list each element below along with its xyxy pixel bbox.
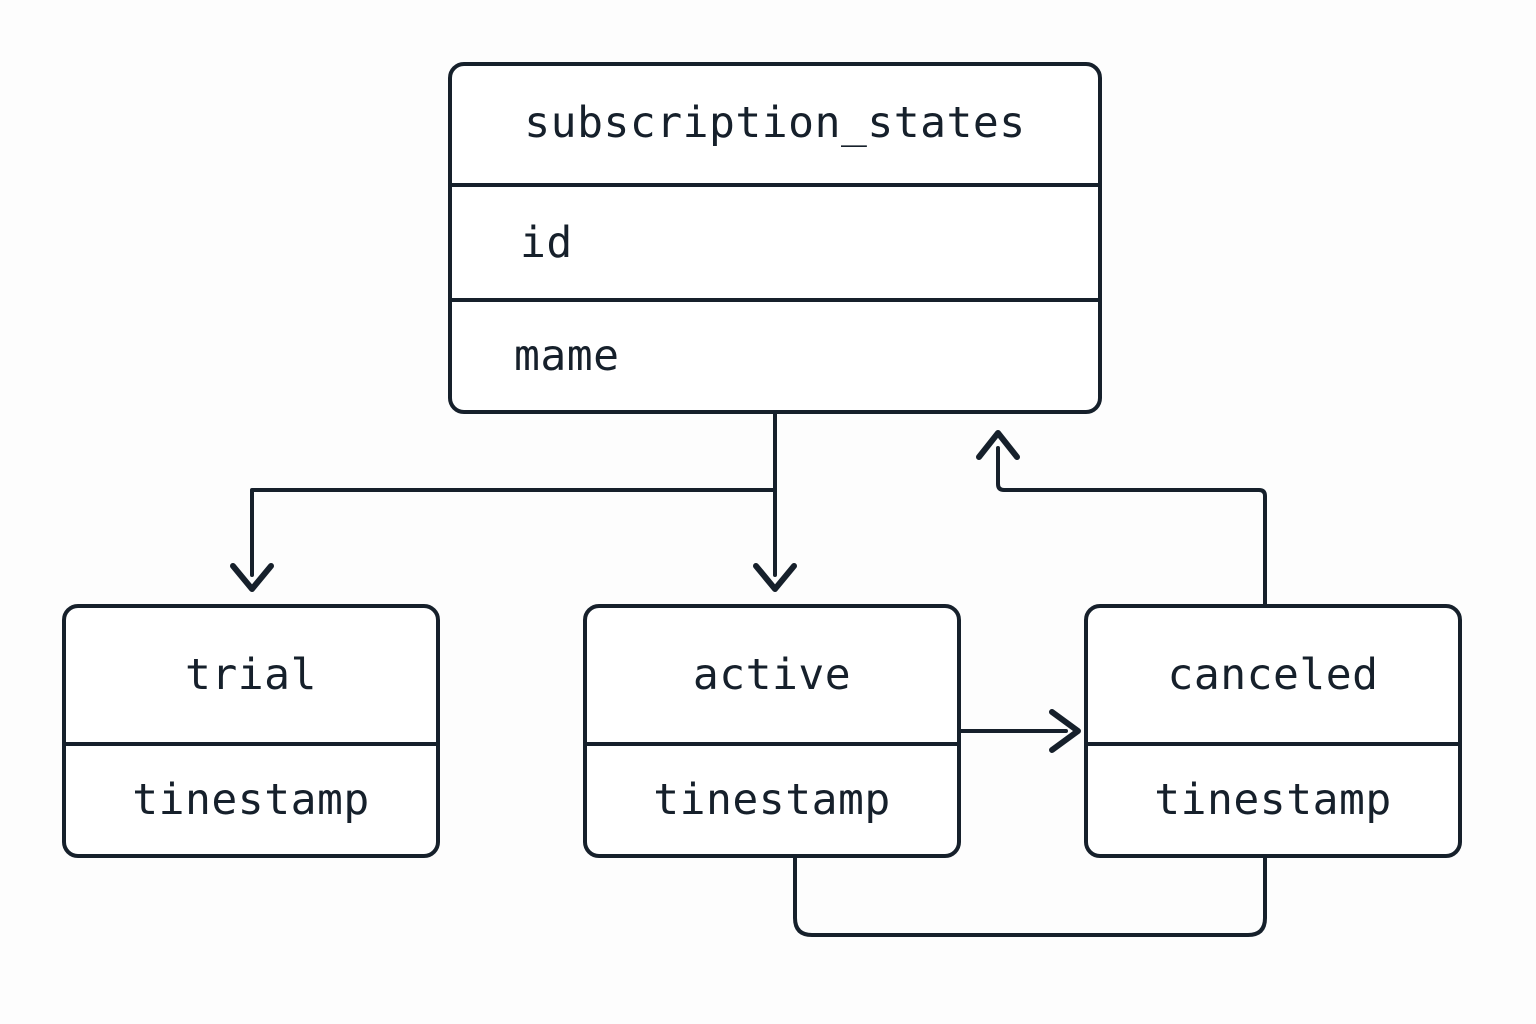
state-field-canceled-timestamp: tinestamp — [1088, 741, 1458, 854]
state-node-trial[interactable]: trial tinestamp — [62, 604, 440, 858]
edge-subscription-states-to-trial — [250, 412, 777, 577]
entity-title: subscription_states — [524, 97, 1026, 148]
state-node-active[interactable]: active tinestamp — [583, 604, 961, 858]
state-field-active-timestamp: tinestamp — [587, 741, 957, 854]
state-title-trial: trial — [185, 649, 317, 700]
state-title-canceled: canceled — [1167, 649, 1379, 700]
arrowhead-up-subscription-states — [976, 430, 1020, 460]
arrowhead-right-canceled — [1049, 709, 1081, 753]
arrowhead-down-active — [753, 563, 797, 592]
entity-field-id: id — [452, 183, 1098, 298]
state-title-active: active — [692, 649, 852, 700]
state-node-canceled[interactable]: canceled tinestamp — [1084, 604, 1462, 858]
edge-active-loop-to-canceled — [793, 856, 1267, 937]
edge-canceled-to-subscription-states — [996, 446, 1267, 606]
state-field-trial-timestamp: tinestamp — [66, 741, 436, 854]
arrowhead-down-trial — [230, 563, 274, 592]
entity-field-name: mame — [452, 298, 1098, 410]
entity-subscription-states[interactable]: subscription_states id mame — [448, 62, 1102, 414]
